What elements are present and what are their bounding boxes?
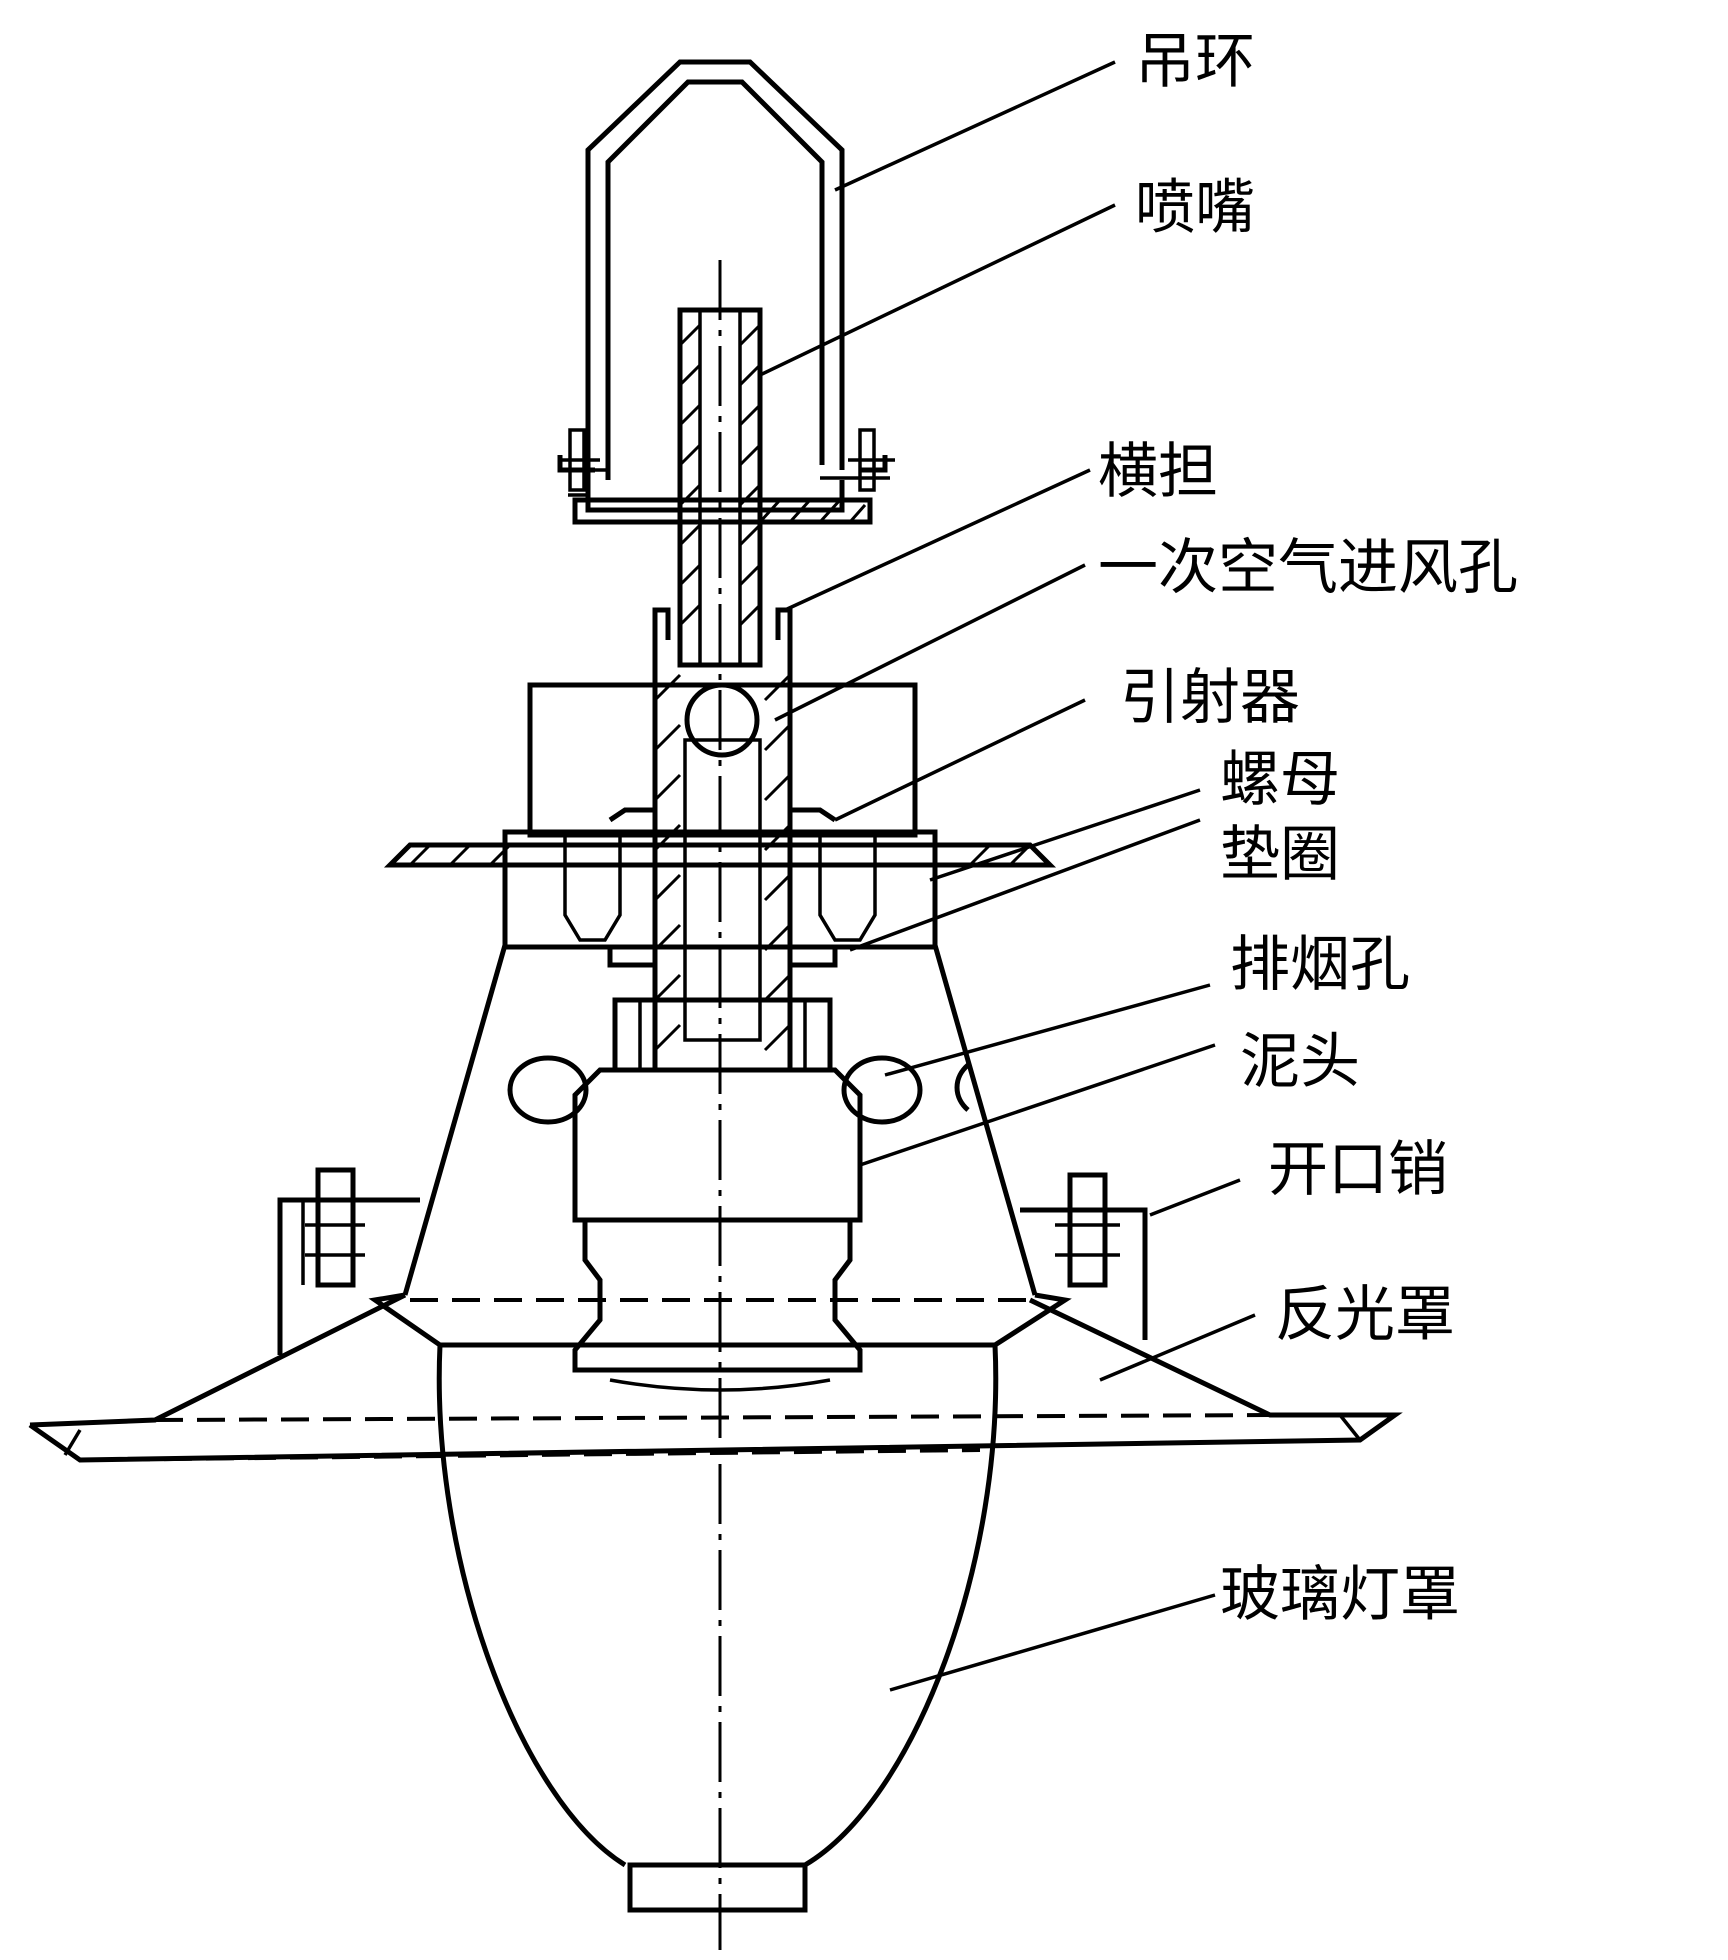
cotter-pins (277, 1167, 1148, 1355)
hanging-ring (557, 59, 895, 525)
label-mud-head: 泥头 (1240, 1027, 1360, 1097)
conical-shell (368, 944, 1072, 1348)
label-cross-arm: 横担 (1098, 437, 1218, 507)
mud-head (572, 997, 863, 1392)
label-injector: 引射器 (1120, 663, 1300, 733)
label-primary-air-inlet: 一次空气进风孔 (1098, 533, 1518, 603)
label-washer: 垫圈 (1220, 820, 1340, 890)
label-hanging-ring: 吊环 (1135, 27, 1255, 97)
reflector (28, 1292, 1403, 1463)
label-nut: 螺母 (1220, 745, 1340, 815)
upper-housing (527, 682, 918, 838)
label-smoke-hole: 排烟孔 (1230, 930, 1410, 1000)
label-reflector: 反光罩 (1275, 1280, 1455, 1350)
leader-lines (759, 60, 1256, 1692)
glass-cover (436, 1344, 999, 1913)
smoke-holes (507, 1055, 970, 1125)
label-cotter-pin: 开口销 (1268, 1135, 1448, 1205)
label-nozzle: 喷嘴 (1135, 173, 1255, 243)
label-glass-cover: 玻璃灯罩 (1220, 1560, 1460, 1630)
